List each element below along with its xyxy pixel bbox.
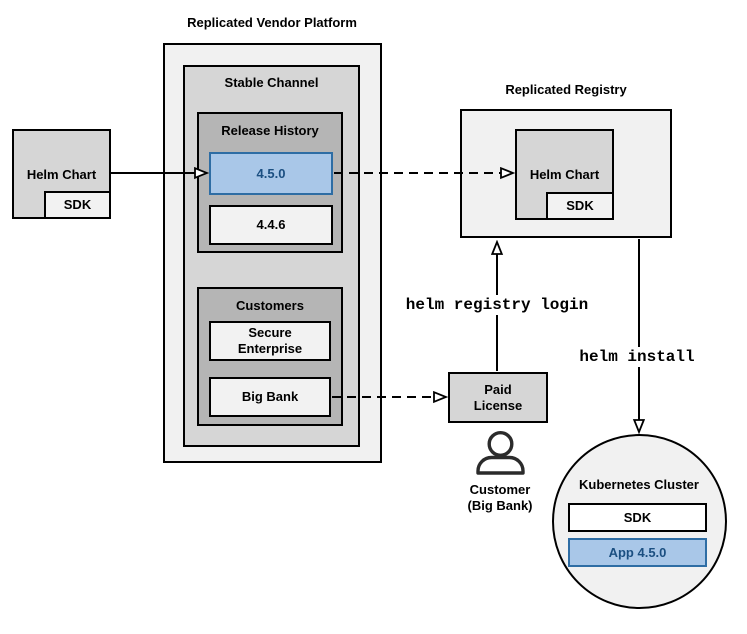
cluster-sdk-bar: SDK [568,503,707,532]
customer-big-bank-label: Big Bank [241,389,299,405]
vendor-platform-title: Replicated Vendor Platform [187,15,357,30]
paid-license-box: Paid License [448,372,548,423]
source-sdk-label: SDK [63,197,92,213]
cluster-app-label: App 4.5.0 [608,544,667,560]
paid-license-label: Paid License [473,381,523,413]
release-4-5-0-box: 4.5.0 [209,152,333,195]
customer-secure-enterprise-box: Secure Enterprise [209,321,331,361]
kubernetes-cluster-label: Kubernetes Cluster [579,477,699,492]
customer-secure-enterprise-label: Secure Enterprise [237,325,303,356]
source-sdk-box: SDK [44,191,111,219]
release-4-4-6-box: 4.4.6 [209,205,333,245]
registry-sdk-box: SDK [546,192,614,220]
registry-sdk-label: SDK [566,198,594,214]
source-helm-chart-label: Helm Chart [26,167,97,182]
helm-install-command: helm install [576,347,698,367]
helm-registry-login-command: helm registry login [402,295,592,315]
release-history-label: Release History [221,123,319,138]
registry-title: Replicated Registry [505,82,627,97]
stable-channel-label: Stable Channel [224,75,319,90]
customer-actor-label: Customer (Big Bank) [467,482,533,513]
customer-big-bank-box: Big Bank [209,377,331,417]
customer-person-icon [476,430,525,475]
release-4-4-6-label: 4.4.6 [256,217,286,233]
cluster-sdk-label: SDK [623,509,652,525]
cluster-app-bar: App 4.5.0 [568,538,707,567]
release-4-5-0-label: 4.5.0 [256,165,286,181]
customers-label: Customers [236,298,304,313]
registry-helm-chart-label: Helm Chart [529,166,600,182]
